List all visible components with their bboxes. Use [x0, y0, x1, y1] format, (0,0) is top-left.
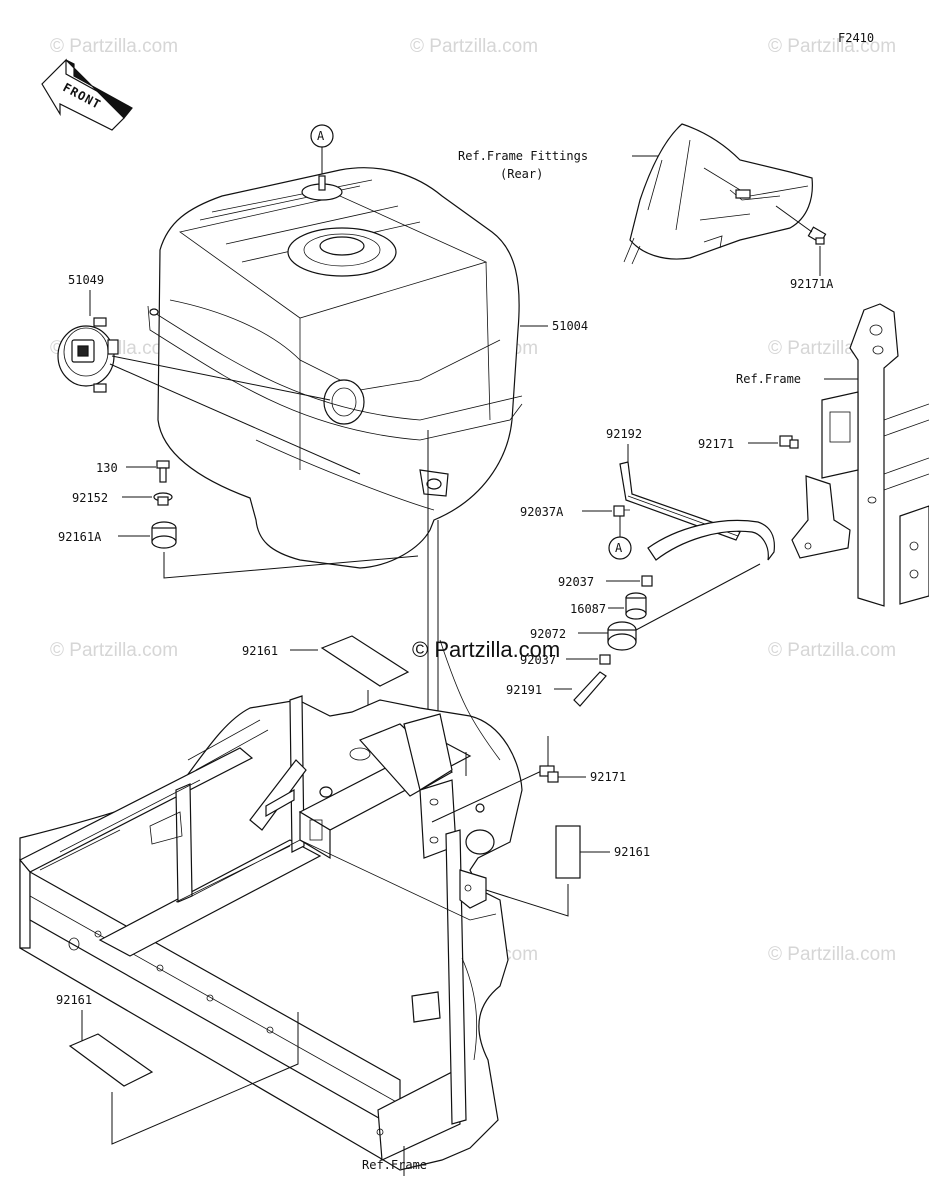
- bolt-130[interactable]: [156, 460, 170, 483]
- pad-92161-upper[interactable]: [320, 635, 410, 687]
- part-label-92171-upper[interactable]: 92171: [698, 437, 734, 451]
- clamp-92072[interactable]: [607, 621, 637, 651]
- chassis-frame: [19, 639, 523, 1171]
- part-label-92171-lower[interactable]: 92171: [590, 770, 626, 784]
- part-label-16087[interactable]: 16087: [570, 602, 606, 616]
- clamp-92037-lower[interactable]: [599, 654, 611, 665]
- part-label-92037A[interactable]: 92037A: [520, 505, 564, 519]
- part-label-92161-right[interactable]: 92161: [614, 845, 650, 859]
- center-watermark: © Partzilla.com: [412, 637, 560, 662]
- callout-a-label: A: [317, 129, 325, 143]
- part-label-92191[interactable]: 92191: [506, 683, 542, 697]
- damper-92161A[interactable]: [151, 521, 177, 549]
- part-label-92192[interactable]: 92192: [606, 427, 642, 441]
- watermark: © Partzilla.com: [50, 36, 178, 57]
- clip-92171-upper[interactable]: [779, 435, 799, 449]
- part-label-92037-upper[interactable]: 92037: [558, 575, 594, 589]
- fuel-filter-16087[interactable]: [625, 592, 647, 620]
- part-label-92152[interactable]: 92152: [72, 491, 108, 505]
- part-label-51049[interactable]: 51049: [68, 273, 104, 287]
- watermark: © Partzilla.com: [768, 36, 896, 57]
- callout-a-lower: A: [608, 536, 632, 560]
- part-label-92161-upper[interactable]: 92161: [242, 644, 278, 658]
- part-label-92037-lower[interactable]: 92037: [520, 653, 556, 667]
- fuel-tank[interactable]: [147, 167, 523, 569]
- part-label-92161A[interactable]: 92161A: [58, 530, 102, 544]
- watermark: © Partzilla.com: [768, 640, 896, 661]
- ref-frame-bottom-label: Ref.Frame: [362, 1158, 427, 1172]
- front-arrow-icon: FRONT: [41, 58, 133, 131]
- part-label-92161-lower[interactable]: 92161: [56, 993, 92, 1007]
- watermark: © Partzilla.com: [768, 944, 896, 965]
- clip-92171A[interactable]: [807, 226, 827, 245]
- clip-92171-lower[interactable]: [539, 765, 559, 783]
- washer-92152[interactable]: [153, 492, 173, 506]
- callout-a-label: A: [615, 541, 623, 555]
- part-label-92171A[interactable]: 92171A: [790, 277, 834, 291]
- part-label-51004[interactable]: 51004: [552, 319, 588, 333]
- ref-frame-right-label: Ref.Frame: [736, 372, 801, 386]
- watermark: © Partzilla.com: [410, 36, 538, 57]
- rear-frame-fittings: [623, 123, 813, 265]
- pad-92161-right[interactable]: [555, 825, 581, 879]
- ref-frame-fittings-label: Ref.Frame Fittings: [458, 149, 588, 163]
- pad-92161-lower[interactable]: [68, 1033, 154, 1087]
- fuel-hose-92191[interactable]: [573, 671, 607, 707]
- part-label-130[interactable]: 130: [96, 461, 118, 475]
- watermark: © Partzilla.com: [50, 640, 178, 661]
- ref-frame-fittings-label-2: (Rear): [500, 167, 543, 181]
- part-label-92072[interactable]: 92072: [530, 627, 566, 641]
- clamp-92037A[interactable]: [613, 505, 630, 517]
- clamp-92037-upper[interactable]: [641, 575, 653, 587]
- right-frame-post: [791, 303, 929, 607]
- fuel-cap[interactable]: [57, 317, 119, 393]
- diagram-code: F2410: [838, 31, 874, 45]
